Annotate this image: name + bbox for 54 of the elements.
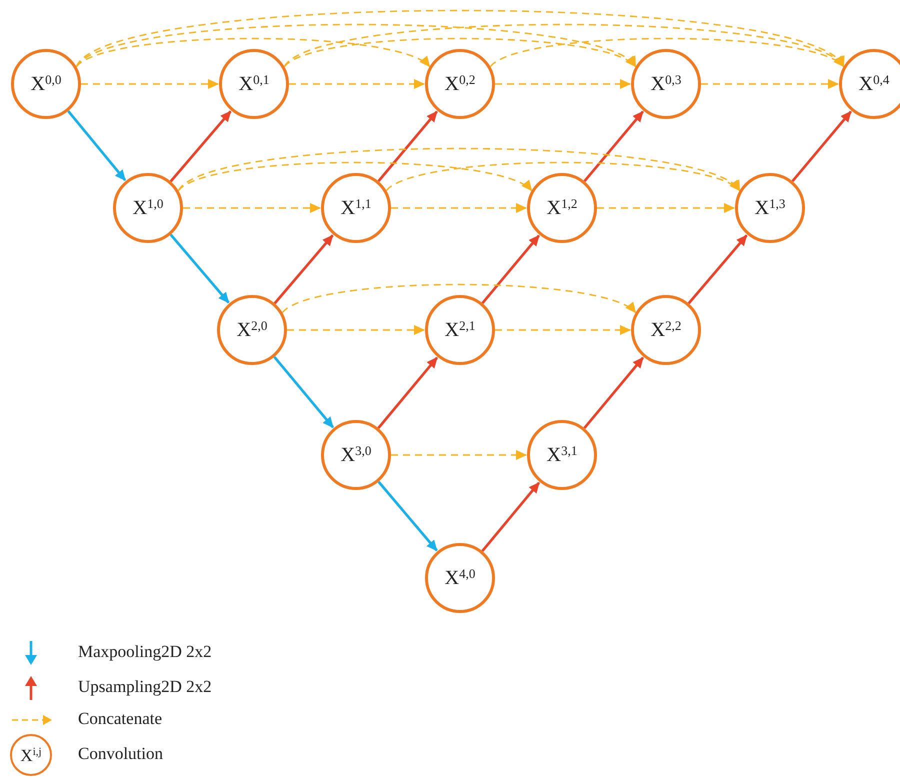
node-label: X$^{3,0}$ bbox=[340, 445, 372, 465]
concatenate-arrow bbox=[287, 325, 425, 335]
concatenate-arrow bbox=[386, 162, 740, 192]
legend-text: Upsampling2D 2x2 bbox=[78, 678, 212, 695]
node-label: X$^{0,3}$ bbox=[650, 74, 682, 94]
concatenate-arrow bbox=[391, 450, 527, 460]
concatenate-arrow bbox=[495, 79, 631, 89]
node-label: X$^{3,1}$ bbox=[546, 445, 578, 465]
concatenate-arrow bbox=[597, 203, 735, 213]
node-label: X$^{1,0}$ bbox=[132, 198, 164, 218]
concatenate-arrow bbox=[495, 325, 631, 335]
arrow bbox=[170, 110, 232, 182]
concatenate-arrow bbox=[76, 10, 844, 68]
concatenate-arrow bbox=[284, 24, 844, 68]
node-label: X$^{1,1}$ bbox=[340, 198, 372, 218]
concatenate-arrow bbox=[701, 79, 839, 89]
concatenate-arrow bbox=[178, 148, 740, 192]
node-label: X$^{0,2}$ bbox=[444, 74, 476, 94]
arrow bbox=[378, 110, 438, 182]
arrow bbox=[481, 482, 540, 552]
concatenate-arrow bbox=[284, 38, 636, 68]
concatenate-arrow bbox=[282, 284, 636, 314]
arrow bbox=[274, 234, 334, 304]
arrow bbox=[481, 234, 540, 304]
node-label: X$^{1,2}$ bbox=[546, 198, 578, 218]
node-label: X$^{0,4}$ bbox=[858, 74, 890, 94]
arrow bbox=[273, 356, 334, 428]
arrow bbox=[688, 234, 748, 304]
arrow bbox=[67, 110, 126, 182]
concatenate-arrow bbox=[183, 203, 321, 213]
concatenate-arrow bbox=[76, 38, 430, 68]
arrow bbox=[792, 110, 852, 182]
node-label: X$^{2,2}$ bbox=[650, 320, 682, 340]
node-label: X$^{2,0}$ bbox=[236, 320, 268, 340]
concatenate-arrow bbox=[81, 79, 219, 89]
node-label: X$^{0,0}$ bbox=[30, 74, 62, 94]
concatenate-arrow bbox=[178, 162, 532, 192]
arrow bbox=[170, 234, 230, 304]
arrow bbox=[583, 356, 644, 429]
node-label: X$^{4,0}$ bbox=[444, 568, 476, 588]
arrow bbox=[377, 356, 438, 429]
legend-text: Convolution bbox=[78, 745, 164, 762]
legend-text: Maxpooling2D 2x2 bbox=[78, 643, 212, 660]
node-label: X$^{2,1}$ bbox=[444, 320, 476, 340]
arrow bbox=[378, 480, 438, 552]
legend-circle-label: X$^{i,j}$ bbox=[20, 746, 42, 764]
node-label: X$^{0,1}$ bbox=[238, 74, 270, 94]
legend-text: Concatenate bbox=[78, 710, 162, 727]
concatenate-arrow bbox=[76, 24, 636, 68]
arrow bbox=[584, 110, 644, 182]
node-label: X$^{1,3}$ bbox=[754, 198, 786, 218]
concatenate-arrow bbox=[391, 203, 527, 213]
concatenate-arrow bbox=[490, 38, 844, 68]
concatenate-arrow bbox=[289, 79, 425, 89]
